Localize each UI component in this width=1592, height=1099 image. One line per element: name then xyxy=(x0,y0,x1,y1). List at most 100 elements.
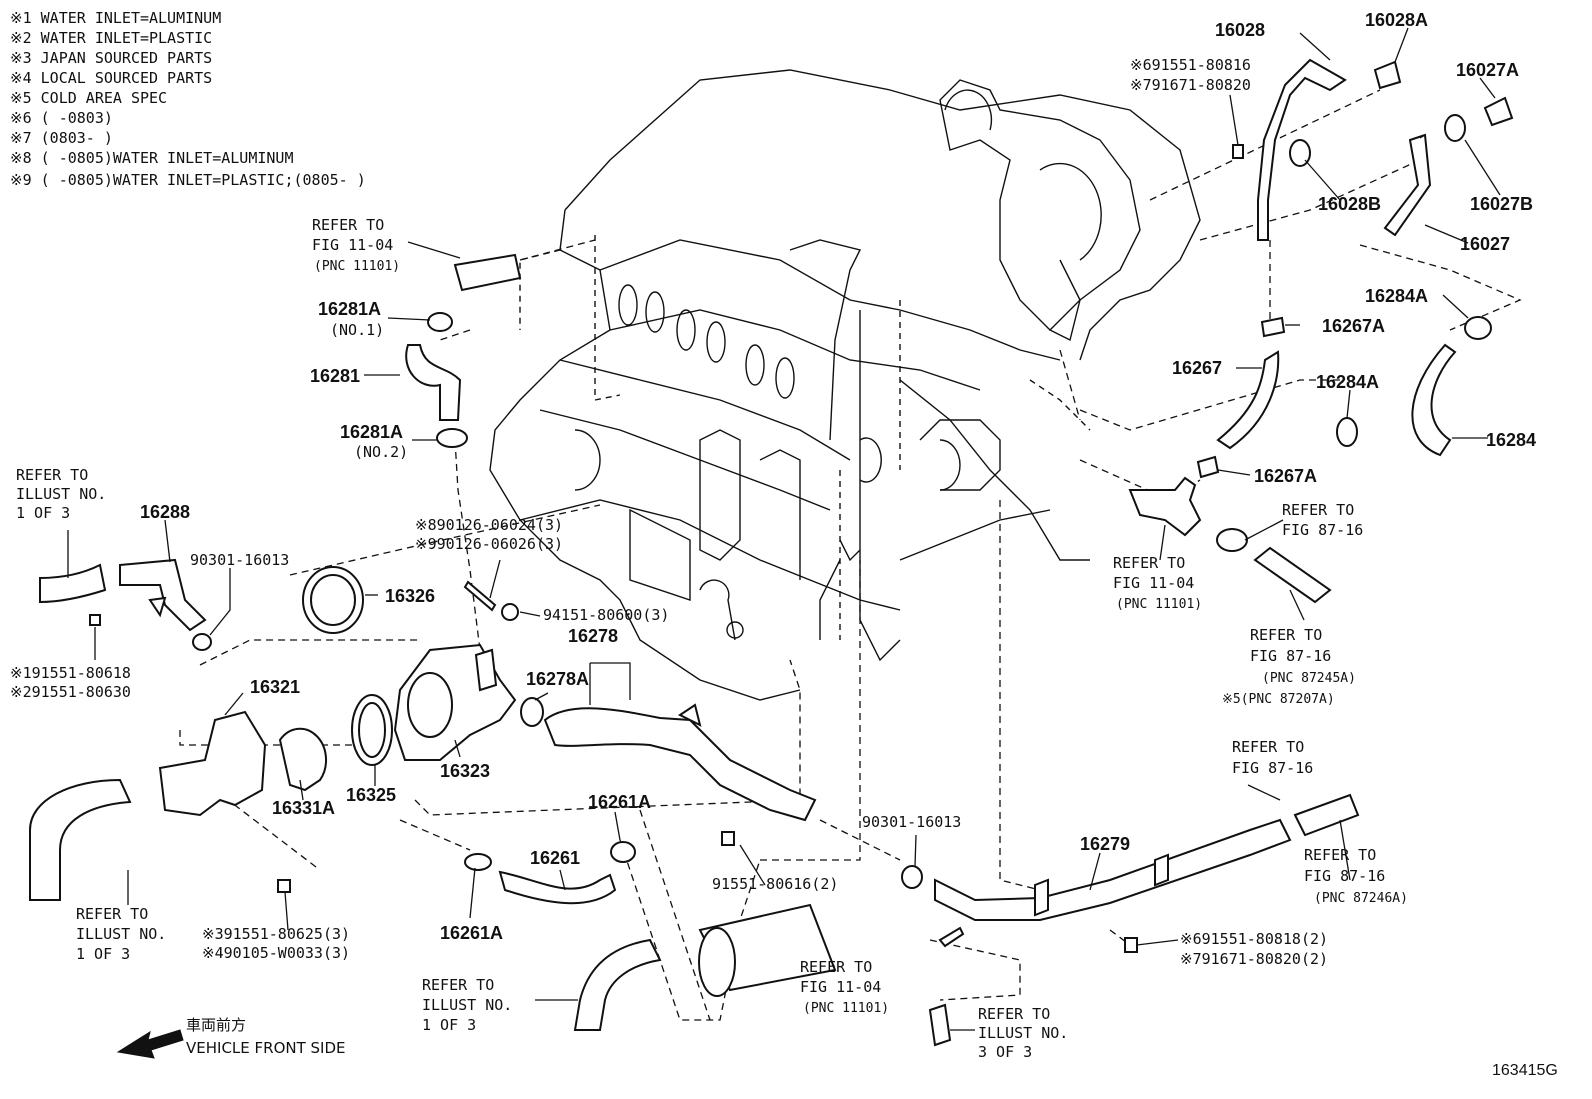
bracket-16288 xyxy=(148,596,167,618)
hose-16267 xyxy=(1216,350,1280,450)
refer-top-line2: FIG 11-04 xyxy=(312,236,393,254)
clamp-16027b xyxy=(1444,114,1466,142)
note-3: ※3 JAPAN SOURCED PARTS xyxy=(10,49,212,67)
clamp-16261a-bottom xyxy=(464,853,492,871)
part-16028b[interactable]: 16028B xyxy=(1318,194,1381,214)
refer-pipe-top xyxy=(453,253,522,292)
oring-right-label: 90301-16013 xyxy=(862,813,961,831)
hose-bottom-right xyxy=(928,1003,952,1047)
note-5: ※5 COLD AREA SPEC xyxy=(10,89,167,107)
figure-id: 163415G xyxy=(1492,1062,1558,1079)
note-6: ※6 ( -0803) xyxy=(10,109,113,127)
note-8: ※8 ( -0805)WATER INLET=ALUMINUM xyxy=(10,149,294,167)
bolt-top-label-6: ※691551-80816 xyxy=(1130,56,1251,74)
part-16261a-top[interactable]: 16261A xyxy=(588,792,651,812)
pipe-16027 xyxy=(1383,133,1432,237)
part-16027a[interactable]: 16027A xyxy=(1456,60,1519,80)
refer-illust-br-line1: REFER TO xyxy=(978,1005,1050,1023)
pipe-16278 xyxy=(543,707,817,822)
oring-16278a xyxy=(520,697,544,727)
refer-illust-bl-line3: 1 OF 3 xyxy=(76,945,130,963)
part-16284a-top[interactable]: 16284A xyxy=(1365,286,1428,306)
fitting-16028a xyxy=(1373,60,1402,90)
stud-label-9: ※990126-06026(3) xyxy=(415,535,563,553)
oring-left-label: 90301-16013 xyxy=(190,551,289,569)
hose-right-mid xyxy=(1253,546,1332,604)
refer-8716d-line2: FIG 87-16 xyxy=(1304,867,1385,885)
stud-bolt xyxy=(463,580,497,612)
clamp-16281a-1 xyxy=(427,312,453,332)
notes-block: ※1 WATER INLET=ALUMINUM ※2 WATER INLET=P… xyxy=(10,9,366,189)
refer-illust-bc-line3: 1 OF 3 xyxy=(422,1016,476,1034)
label-no1: (NO.1) xyxy=(330,321,384,339)
part-numbers: 16028 16028A 16027A 16028B 16027B 16027 … xyxy=(140,10,1536,943)
part-16278[interactable]: 16278 xyxy=(568,626,618,646)
refer-8716b-line3: (PNC 87245A) xyxy=(1262,671,1356,686)
part-16027[interactable]: 16027 xyxy=(1460,234,1510,254)
part-16267a-top[interactable]: 16267A xyxy=(1322,316,1385,336)
refer-center-line3: (PNC 11101) xyxy=(1116,597,1202,612)
note-2: ※2 WATER INLET=PLASTIC xyxy=(10,29,212,47)
hose-16284 xyxy=(1411,343,1457,457)
note-7: ※7 (0803- ) xyxy=(10,129,113,147)
part-16267a-bottom[interactable]: 16267A xyxy=(1254,466,1317,486)
pipe-16288 xyxy=(119,558,207,632)
engine-block-outline xyxy=(489,69,1201,701)
bolt-bl-label-4: ※490105-W0033(3) xyxy=(202,944,350,962)
bolt-left xyxy=(89,614,101,626)
refer-8716b-line2: FIG 87-16 xyxy=(1250,647,1331,665)
hose-right-lower xyxy=(1293,793,1360,837)
refer-bottom-line2: FIG 11-04 xyxy=(800,978,881,996)
thermostat-16331a xyxy=(278,727,328,792)
clamp-16267a-bottom xyxy=(1196,455,1220,479)
clamp-16261a-top xyxy=(610,841,636,863)
refer-top-line3: (PNC 11101) xyxy=(314,259,400,274)
part-16323[interactable]: 16323 xyxy=(440,761,490,781)
fitting-16027a xyxy=(1483,96,1514,127)
part-16284a-mid[interactable]: 16284A xyxy=(1316,372,1379,392)
part-16281a-2[interactable]: 16281A xyxy=(340,422,403,442)
part-16281[interactable]: 16281 xyxy=(310,366,360,386)
pipe-16279 xyxy=(934,818,1292,921)
note-1: ※1 WATER INLET=ALUMINUM xyxy=(10,9,221,27)
part-16326[interactable]: 16326 xyxy=(385,586,435,606)
clamp-16284a-mid xyxy=(1336,417,1358,447)
oring-left xyxy=(192,633,212,651)
refer-center-line1: REFER TO xyxy=(1113,554,1185,572)
part-16028a[interactable]: 16028A xyxy=(1365,10,1428,30)
part-16028[interactable]: 16028 xyxy=(1215,20,1265,40)
refer-8716b-line4: ※5(PNC 87207A) xyxy=(1222,692,1335,707)
part-16325[interactable]: 16325 xyxy=(346,785,396,805)
refer-8716c-line1: REFER TO xyxy=(1232,738,1304,756)
clamp-right xyxy=(1216,528,1248,552)
part-16331a[interactable]: 16331A xyxy=(272,798,335,818)
hose-16261 xyxy=(498,870,617,905)
arrow-left-icon xyxy=(116,1029,184,1059)
part-16288[interactable]: 16288 xyxy=(140,502,190,522)
solid-leaders xyxy=(67,27,1501,1031)
bolt-center xyxy=(721,831,735,846)
clamp-16028b xyxy=(1289,139,1311,167)
hose-bottom-left xyxy=(29,778,132,901)
bolt-right-label-7: ※791671-80820(2) xyxy=(1180,950,1328,968)
part-16321[interactable]: 16321 xyxy=(250,677,300,697)
vehicle-front-indicator: 車両前方 VEHICLE FRONT SIDE xyxy=(116,1016,346,1059)
clamp-16267a-top xyxy=(1260,316,1286,338)
clamp-16281a-2 xyxy=(436,428,468,448)
note-4: ※4 LOCAL SOURCED PARTS xyxy=(10,69,212,87)
water-outlet-fitting xyxy=(1128,476,1202,537)
part-16261[interactable]: 16261 xyxy=(530,848,580,868)
callout-labels: ※691551-80816 ※791671-80820 REFER TO FIG… xyxy=(10,56,1408,1061)
part-16279[interactable]: 16279 xyxy=(1080,834,1130,854)
part-16284[interactable]: 16284 xyxy=(1486,430,1536,450)
hose-left xyxy=(39,563,107,604)
part-16267[interactable]: 16267 xyxy=(1172,358,1222,378)
part-16278a[interactable]: 16278A xyxy=(526,669,589,689)
nut xyxy=(501,603,519,621)
part-16027b[interactable]: 16027B xyxy=(1470,194,1533,214)
nut-label: 94151-80600(3) xyxy=(543,606,669,624)
part-16261a-bottom[interactable]: 16261A xyxy=(440,923,503,943)
part-16281a-1[interactable]: 16281A xyxy=(318,299,381,319)
refer-center-line2: FIG 11-04 xyxy=(1113,574,1194,592)
refer-illust-bl-line2: ILLUST NO. xyxy=(76,925,166,943)
